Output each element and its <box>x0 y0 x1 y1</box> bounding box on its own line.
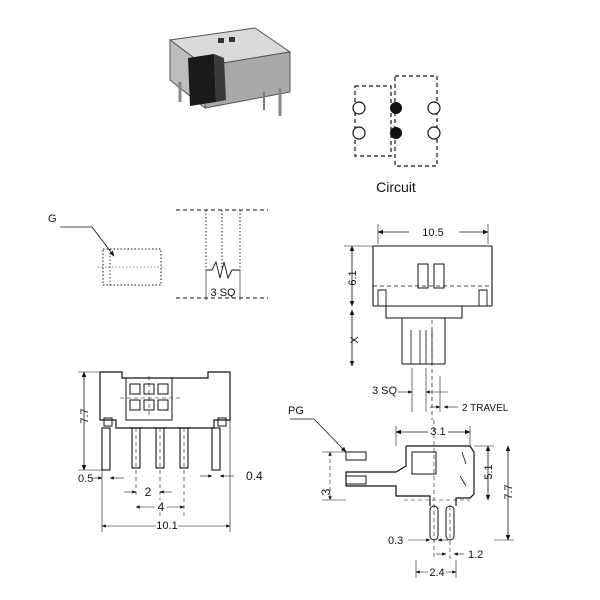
side-width-dim: 10.5 <box>422 227 443 239</box>
front-pitch-dim: 2 <box>145 485 152 499</box>
circuit-label: Circuit <box>376 179 416 195</box>
pcb-foot-dim: 2.4 <box>429 567 444 579</box>
pcb-pin-dim: 0.3 <box>388 535 403 547</box>
product-illustration <box>168 27 292 116</box>
circuit-diagram: Circuit <box>352 75 441 195</box>
circuit-common-terminal <box>390 102 402 114</box>
pcb-pin-pitch-dim: 1.2 <box>468 549 483 561</box>
circuit-terminal <box>427 126 441 140</box>
side-travel-dim: 2 TRAVEL <box>462 403 509 414</box>
pcb-inner-height-dim: 5.1 <box>483 464 495 479</box>
side-view: 10.5 6.1 X 3 SQ 2 TRAVEL <box>344 224 509 420</box>
circuit-terminal <box>427 101 441 115</box>
front-left-pin-dim: 0.5 <box>78 473 93 485</box>
pcb-profile-view: PG 3.1 3 5.1 7.7 0.3 1.2 <box>288 405 515 579</box>
circuit-terminal <box>352 101 366 115</box>
pcb-callout-label: PG <box>288 405 304 417</box>
pcb-height-dim: 7.7 <box>503 484 515 499</box>
side-stem-dim: X <box>349 336 361 344</box>
front-view: 7.7 0.5 2 4 10.1 0.4 <box>78 371 263 532</box>
gate-callout-label: G <box>48 213 57 225</box>
pcb-width-dim: 3.1 <box>430 426 445 438</box>
front-height-dim: 7.7 <box>79 408 91 423</box>
front-pin-width-dim: 0.4 <box>246 469 263 483</box>
pcb-left-dim: 3 <box>319 488 333 495</box>
front-pin-span-dim: 4 <box>158 500 165 514</box>
circuit-common-terminal <box>390 127 402 139</box>
gate-detail-view: G 3 SQ <box>48 209 268 300</box>
side-height-dim: 6.1 <box>347 270 359 285</box>
front-width-dim: 10.1 <box>156 520 177 532</box>
gate-width-dim: 3 SQ <box>210 287 236 299</box>
circuit-terminal <box>352 126 366 140</box>
side-stem-square-dim: 3 SQ <box>372 385 398 397</box>
